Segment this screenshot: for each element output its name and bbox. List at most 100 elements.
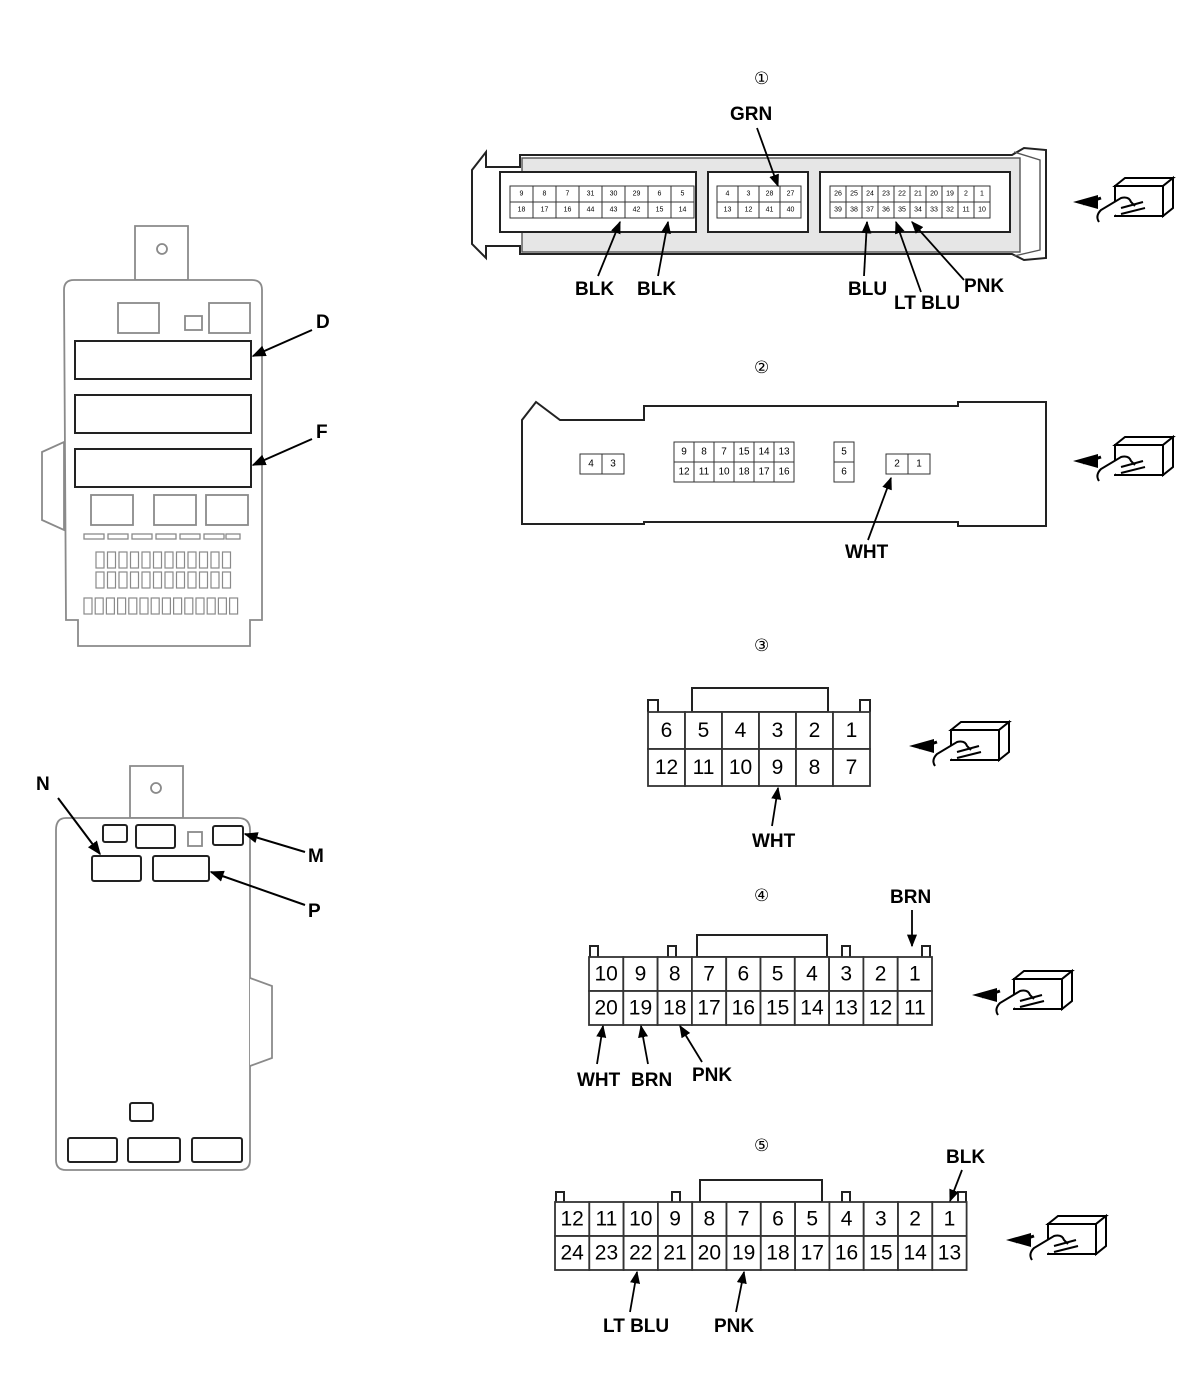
pin-number: 38	[850, 207, 858, 214]
pin-number: 8	[809, 756, 821, 779]
pin-cell	[759, 1235, 796, 1271]
fuse-slot	[141, 571, 151, 589]
fuse-slot	[118, 551, 128, 569]
pin-cell	[759, 990, 796, 1026]
fuse-slot	[105, 597, 116, 615]
pin-number: 30	[610, 191, 618, 198]
pin-cell	[862, 1201, 899, 1237]
pin-cell	[931, 1235, 968, 1271]
pin-number: 23	[882, 191, 890, 198]
label-m: M	[308, 846, 324, 867]
pin-number: 36	[882, 207, 890, 214]
pin-number: 28	[766, 191, 774, 198]
fuse-slot	[106, 551, 117, 569]
fuse-box-front	[41, 225, 263, 647]
connector-p-slot	[152, 855, 210, 882]
pin-number: 15	[869, 1242, 892, 1265]
fuse-slot	[129, 551, 140, 569]
pin-cell	[793, 956, 830, 992]
connector-mid-slot	[135, 824, 176, 849]
pin-number: 4	[806, 963, 818, 986]
connector-3-body	[647, 687, 871, 713]
pin-number: 18	[738, 467, 750, 478]
marker-2: ②	[754, 358, 769, 377]
c1-label-grn: GRN	[730, 104, 772, 125]
pin-number: 21	[663, 1242, 686, 1265]
marker-1: ①	[754, 69, 769, 88]
pin-number: 3	[875, 1208, 887, 1231]
fuse-slot	[141, 551, 151, 569]
pin-cell	[725, 1235, 762, 1271]
c3-label-wht: WHT	[752, 831, 796, 852]
pin-number: 9	[669, 1208, 681, 1231]
pin-number: 1	[916, 459, 922, 470]
pin-number: 24	[866, 191, 874, 198]
c1-label-blu: BLU	[848, 279, 887, 300]
c1-label-pnk: PNK	[964, 276, 1004, 297]
pin-number: 5	[806, 1208, 818, 1231]
pin-number: 20	[930, 191, 938, 198]
fuse-slot	[221, 551, 232, 569]
pin-number: 35	[898, 207, 906, 214]
label-n: N	[36, 774, 50, 795]
pin-number: 5	[698, 719, 710, 742]
pin-cell	[670, 201, 695, 219]
connector-small-slot	[102, 824, 128, 843]
pin-cell	[691, 990, 728, 1026]
connector-bottom-3	[191, 1137, 243, 1163]
connector-bottom-2	[127, 1137, 181, 1163]
fuse-slot	[206, 597, 216, 615]
pin-number: 3	[840, 963, 852, 986]
pin-cell	[647, 711, 686, 750]
pin-number: 18	[663, 997, 686, 1020]
pin-number: 3	[747, 191, 751, 198]
fuse-slot	[164, 551, 174, 569]
pin-number: 9	[635, 963, 647, 986]
fuse-slot	[106, 571, 117, 589]
pin-number: 5	[841, 447, 847, 458]
pin-number: 10	[594, 963, 617, 986]
pin-number: 1	[846, 719, 858, 742]
connector-bottom-small	[129, 1102, 154, 1122]
pin-number: 13	[724, 207, 732, 214]
pin-number: 1	[909, 963, 921, 986]
pin-number: 37	[866, 207, 874, 214]
fuse-slot	[139, 597, 149, 615]
pin-number: 10	[629, 1208, 652, 1231]
fuse-slot	[175, 551, 186, 569]
pin-number: 29	[633, 191, 641, 198]
pin-number: 4	[588, 459, 594, 470]
pin-number: 15	[738, 447, 750, 458]
pin-number: 17	[801, 1242, 824, 1265]
pin-number: 4	[726, 191, 730, 198]
fuse-slot	[150, 597, 160, 615]
pin-number: 8	[704, 1208, 716, 1231]
pin-number: 11	[962, 207, 969, 214]
pin-cell	[973, 201, 991, 219]
pin-number: 31	[587, 191, 595, 198]
pin-cell	[862, 990, 899, 1026]
fuse-slot	[217, 597, 227, 615]
marker-3: ③	[754, 636, 769, 655]
pin-number: 7	[703, 963, 715, 986]
pin-number: 23	[595, 1242, 618, 1265]
pin-cell	[828, 956, 865, 992]
pin-number: 6	[738, 963, 750, 986]
pin-number: 10	[718, 467, 730, 478]
fuse-slot	[95, 551, 105, 569]
pin-number: 4	[841, 1208, 853, 1231]
pin-number: 9	[681, 447, 687, 458]
pin-number: 13	[938, 1242, 961, 1265]
pin-number: 4	[735, 719, 747, 742]
pin-number: 44	[587, 207, 595, 214]
fuse-box-rear	[55, 765, 273, 1171]
pin-number: 20	[594, 997, 617, 1020]
pin-cell	[759, 1201, 796, 1237]
pin-number: 15	[766, 997, 789, 1020]
pin-number: 7	[738, 1208, 750, 1231]
c4-label-brn: BRN	[631, 1070, 672, 1091]
c1-label-blk-1: BLK	[575, 279, 614, 300]
pin-number: 1	[944, 1208, 956, 1231]
